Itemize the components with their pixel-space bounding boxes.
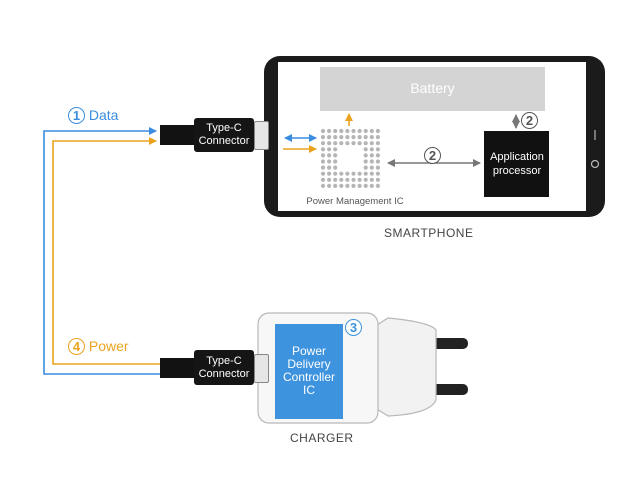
- data-number-badge: 1: [68, 107, 85, 124]
- charger-type-c-connector: Type-C Connector: [194, 350, 254, 385]
- pmic-label: Power Management IC: [306, 196, 404, 207]
- marker-battery-processor: 2: [521, 112, 538, 130]
- battery-block: [320, 67, 545, 111]
- power-number-badge: 4: [68, 338, 85, 355]
- pmic-chip: [320, 128, 380, 188]
- marker-pmic-processor: 2: [424, 147, 441, 165]
- charger-connector-plug: [254, 354, 269, 383]
- pd-controller-ic-block: [275, 324, 343, 419]
- charger-connector-label-line1: Type-C: [206, 354, 242, 367]
- data-wire: [43, 127, 160, 375]
- smartphone-side-slot: [594, 130, 596, 140]
- phone-connector-plug: [254, 121, 269, 150]
- phone-connector-label-line1: Type-C: [206, 122, 242, 134]
- charger-label: CHARGER: [290, 431, 354, 445]
- phone-connector-cable-tip: [160, 125, 195, 145]
- data-link-label: 1 Data: [68, 107, 118, 124]
- application-processor-label: Application processor: [490, 151, 544, 177]
- charger-rear-body: [371, 317, 437, 417]
- power-link-label: 4 Power: [68, 338, 129, 355]
- charger-connector-cable-tip: [160, 358, 195, 378]
- charger-connector-label-line2: Connector: [198, 367, 250, 380]
- power-link-text: Power: [88, 338, 129, 354]
- data-link-text: Data: [88, 107, 119, 123]
- marker-pd-controller: 3: [345, 319, 362, 337]
- smartphone-label: SMARTPHONE: [384, 226, 474, 240]
- phone-type-c-connector: Type-C Connector: [194, 118, 254, 152]
- pd-controller-ic-label: Power Delivery Controller IC: [282, 344, 336, 397]
- application-processor-block: [484, 131, 549, 197]
- phone-connector-label-line2: Connector: [198, 135, 250, 147]
- battery-label: Battery: [410, 80, 455, 96]
- smartphone-home-button: [590, 159, 600, 169]
- power-wire: [52, 137, 160, 365]
